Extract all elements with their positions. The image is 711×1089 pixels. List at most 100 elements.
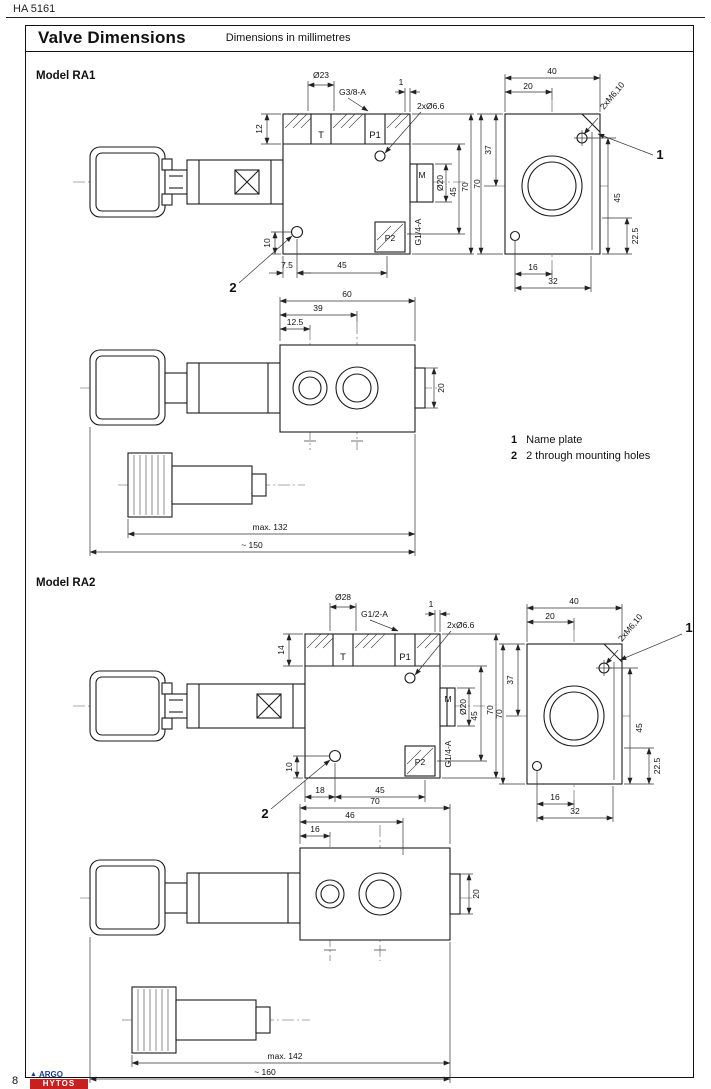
port-p2 xyxy=(374,221,406,253)
logo-mark-icon: ▲ xyxy=(30,1071,37,1078)
dim-18: 18 xyxy=(315,785,325,795)
dim-bolts: 2xM6,10 xyxy=(616,612,645,644)
dim-bolts: 2xM6,10 xyxy=(598,80,627,112)
dim-10: 10 xyxy=(284,762,294,772)
dim-46: 46 xyxy=(345,810,355,820)
dim-70: 70 xyxy=(460,182,470,192)
port-label-p2: P2 xyxy=(385,233,396,243)
solenoid-tube xyxy=(186,683,306,729)
logo-brand-line2: HYTOS xyxy=(30,1079,88,1089)
valve-body-top xyxy=(279,344,426,442)
dim-max: max. 132 xyxy=(253,522,288,532)
dim-16: 16 xyxy=(310,824,320,834)
solenoid-connector xyxy=(89,146,188,218)
dim-32: 32 xyxy=(548,276,558,286)
mounting-hole-2 xyxy=(404,672,416,684)
solenoid-tube xyxy=(186,362,281,414)
dim-dia-port: Ø20 xyxy=(435,175,445,191)
dimensions: 60 39 12.5 20 max. 132 ~ 150 xyxy=(89,289,446,556)
dimensions: Ø23 G3/8-A 1 2xØ6.6 12 Ø20 45 70 G1/4-A … xyxy=(254,70,474,278)
legend-item-2: 2 2 through mounting holes xyxy=(511,450,650,462)
mounting-hole xyxy=(509,230,521,242)
ra1-top-view-drawing: 60 39 12.5 20 max. 132 ~ 150 xyxy=(80,289,446,556)
dim-dia-port: Ø20 xyxy=(458,699,468,715)
dim-40: 40 xyxy=(547,66,557,76)
valve-body-top xyxy=(299,847,461,951)
mounting-hole xyxy=(290,225,304,239)
port-boss-outer xyxy=(521,155,583,217)
dim-7-5: 7.5 xyxy=(281,260,293,270)
port-label-m: M xyxy=(418,170,425,180)
dim-37: 37 xyxy=(505,675,515,685)
legend-item-number: 1 xyxy=(511,434,518,446)
model-ra1-label: Model RA1 xyxy=(36,70,96,82)
port-label-p1: P1 xyxy=(399,652,411,663)
connector-plug-bottom xyxy=(118,452,305,518)
callout-1-label: 1 xyxy=(685,620,692,635)
dim-45: 45 xyxy=(612,193,622,203)
dim-20: 20 xyxy=(523,81,533,91)
port-boss-inner xyxy=(549,691,599,741)
dim-45-right: 45 xyxy=(469,711,479,721)
dim-overall: ~ 160 xyxy=(254,1067,276,1077)
legend-item-text: 2 through mounting holes xyxy=(526,450,651,462)
dimensions: 70 46 16 20 max. 142 ~ 160 xyxy=(89,796,481,1083)
solenoid-connector xyxy=(89,670,188,742)
page-title: Valve Dimensions xyxy=(38,28,186,47)
dim-thread-side: G1/4-A xyxy=(443,740,453,767)
dim-14: 14 xyxy=(276,645,286,655)
ra1-end-view-drawing: 40 20 37 70 45 22.5 16 32 2xM6,10 1 xyxy=(472,66,664,292)
port-label-m: M xyxy=(444,694,451,704)
callout-2: 2 xyxy=(229,235,293,295)
logo-top-row: ▲ ARGO xyxy=(30,1070,88,1079)
port-p2 xyxy=(404,745,436,777)
dim-20: 20 xyxy=(471,889,481,899)
ra2-top-view-drawing: 70 46 16 20 max. 142 ~ 160 xyxy=(80,796,481,1083)
dim-overall: ~ 150 xyxy=(241,540,263,550)
dim-60: 60 xyxy=(342,289,352,299)
callout-1: 1 xyxy=(597,133,664,162)
dim-dia-coil: Ø28 xyxy=(335,592,351,602)
connector-plug-bottom xyxy=(122,986,310,1054)
dim-12: 12 xyxy=(254,124,264,134)
legend-item-number: 2 xyxy=(511,450,518,462)
ra2-side-view-drawing: T P1 M P2 Ø28 G1/2-A 1 2xØ6.6 14 Ø20 45 … xyxy=(73,592,500,821)
dim-70: 70 xyxy=(370,796,380,806)
manual-override-symbol xyxy=(234,169,260,195)
callout-2-label: 2 xyxy=(229,280,236,295)
mounting-hole-2 xyxy=(374,150,386,162)
dim-holes: 2xØ6.6 xyxy=(447,620,475,630)
callout-1-label: 1 xyxy=(656,147,663,162)
dim-1: 1 xyxy=(399,77,404,87)
dim-10: 10 xyxy=(262,238,272,248)
ra2-end-view-drawing: 40 20 37 70 45 22.5 16 32 2xM6,10 1 xyxy=(494,596,693,822)
dim-16: 16 xyxy=(550,792,560,802)
port-boss-outer xyxy=(543,685,605,747)
dim-70: 70 xyxy=(472,179,482,189)
port-label-t: T xyxy=(318,130,324,141)
dim-40: 40 xyxy=(569,596,579,606)
port-m-boss xyxy=(439,687,456,727)
callout-2-label: 2 xyxy=(261,806,268,821)
port-label-t: T xyxy=(340,652,346,663)
thread-hatching xyxy=(284,113,410,129)
dimensions: Ø28 G1/2-A 1 2xØ6.6 14 Ø20 45 70 G1/4-A … xyxy=(276,592,500,802)
port-label-p2: P2 xyxy=(415,757,426,767)
argo-hytos-logo: ▲ ARGO HYTOS xyxy=(30,1070,88,1089)
valve-body xyxy=(304,633,441,779)
page-number: 8 xyxy=(12,1075,19,1087)
callout-1: 1 xyxy=(619,620,693,661)
port-m-boss xyxy=(409,163,434,203)
dim-45-bottom: 45 xyxy=(375,785,385,795)
document-code: HA 5161 xyxy=(13,3,56,15)
manual-override-symbol xyxy=(256,693,282,719)
dim-max: max. 142 xyxy=(268,1051,303,1061)
port-label-p1: P1 xyxy=(369,130,381,141)
solenoid-connector xyxy=(89,349,188,426)
solenoid-tube xyxy=(186,872,301,924)
ra1-side-view-drawing: T P1 M P2 Ø23 G3/8-A 1 2xØ6.6 12 Ø20 45 … xyxy=(73,70,474,295)
thread-hatching xyxy=(306,633,440,649)
dim-12-5: 12.5 xyxy=(287,317,304,327)
